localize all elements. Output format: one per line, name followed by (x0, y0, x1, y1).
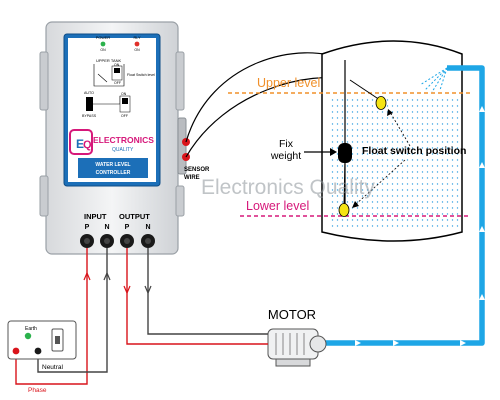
auto-label: AUTO (84, 91, 94, 95)
output-label: OUTPUT (119, 212, 150, 221)
auto-bypass-section: AUTO BYPASS ON OFF (82, 91, 131, 118)
water-tank: Upper level Lower level Fix weight Float… (228, 40, 470, 242)
controller: POWER RLY ON ON UPPER TANK ON OFF Float … (39, 21, 210, 255)
output-phase-wire (126, 248, 268, 345)
bypass-label: BYPASS (82, 114, 97, 118)
watermark: Electronics Quality (201, 176, 375, 199)
mode-toggle[interactable] (86, 97, 93, 111)
upper-level-label: Upper level (257, 76, 320, 90)
input-label: INPUT (84, 212, 107, 221)
sensor-wire-label-2: WIRE (184, 175, 200, 181)
product-name-line2: CONTROLLER (96, 170, 131, 176)
upper-float (375, 96, 387, 110)
pipe-flow-arrows (355, 106, 485, 346)
sensor-wire-label-1: SENSOR (184, 167, 210, 173)
float-switch-schematic: UPPER TANK ON OFF Float Switch level (93, 58, 155, 87)
input-neutral-wire (37, 248, 108, 373)
switch-on-label: ON (114, 63, 120, 67)
motor: MOTOR (267, 307, 327, 367)
relay-led-label: RLY (133, 36, 141, 40)
float-switch-position-label: Float switch position (362, 145, 466, 157)
lower-level-label: Lower level (246, 199, 309, 213)
brand-name: ELECTRONICS (93, 135, 154, 145)
power-led-state: ON (100, 48, 106, 52)
brand-logo: E Q (69, 129, 93, 155)
relay-led (134, 41, 140, 47)
lower-float (338, 203, 350, 217)
float-switch-level-label: Float Switch level (127, 73, 155, 77)
water-dots (331, 99, 459, 227)
svg-text:E: E (76, 137, 84, 151)
power-led-label: POWER (96, 36, 111, 40)
wiring (15, 248, 268, 385)
upper-tank-label: UPPER TANK (96, 58, 122, 63)
terminal-label-output-p: P (125, 224, 130, 231)
phase-pin (12, 347, 20, 355)
terminal-label-input-n: N (104, 224, 109, 231)
brand-tagline: QUALITY (112, 147, 134, 153)
switch-off-label: OFF (114, 81, 121, 85)
fix-weight-label-1: Fix (279, 138, 294, 150)
neutral-pin (34, 347, 42, 355)
mode-off-label: OFF (121, 114, 128, 118)
earth-label: Earth (25, 326, 37, 332)
terminal-label-input-p: P (85, 224, 90, 231)
motor-label: MOTOR (268, 307, 316, 322)
relay-led-state: ON (134, 48, 140, 52)
fix-weight-label-2: weight (270, 150, 301, 162)
fix-weight (338, 143, 352, 163)
mode-on-label: ON (121, 92, 127, 96)
power-led (100, 41, 106, 47)
svg-text:Q: Q (83, 139, 92, 151)
wire-direction-arrows (83, 271, 152, 295)
output-neutral-wire (147, 248, 268, 335)
input-phase-wire (15, 248, 88, 385)
phase-label: Phase (28, 387, 47, 394)
supply-socket: Earth (7, 320, 77, 360)
terminal-label-output-n: N (145, 224, 150, 231)
earth-pin (24, 332, 32, 340)
product-name-line1: WATER LEVEL (95, 162, 130, 168)
water-spray (419, 67, 448, 93)
neutral-label: Neutral (42, 364, 64, 371)
sensor-wire-1 (185, 52, 346, 150)
